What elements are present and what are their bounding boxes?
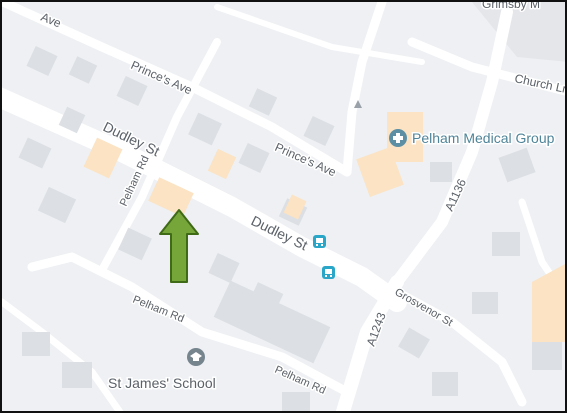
up-arrow-icon bbox=[159, 209, 199, 283]
poi-label-school: St James' School bbox=[108, 375, 216, 391]
road-church-ln bbox=[407, 37, 565, 96]
road-a1243 bbox=[335, 275, 404, 411]
road-a1136 bbox=[391, 6, 513, 288]
poi-st-james-school[interactable]: St James' School bbox=[107, 348, 217, 393]
road-top-link bbox=[214, 4, 425, 65]
street-label-grimsby: Grimsby M bbox=[482, 2, 540, 11]
poi-label-medical: Pelham Medical Group bbox=[412, 130, 555, 146]
road-pelham-rd bbox=[27, 252, 352, 397]
accent-buildings bbox=[83, 112, 565, 342]
bus-stop-icon[interactable] bbox=[313, 235, 326, 248]
road-pelham-rd-link bbox=[98, 38, 221, 274]
road-left-bottom bbox=[2, 298, 124, 411]
road-north-spur bbox=[342, 2, 387, 177]
road-grosvenor-st bbox=[392, 287, 527, 407]
poi-pelham-medical-group[interactable]: Pelham Medical Group bbox=[389, 129, 556, 148]
map-area bbox=[472, 2, 565, 62]
one-way-arrow-icon bbox=[354, 100, 362, 108]
bus-stop-icon[interactable] bbox=[322, 266, 335, 279]
buildings bbox=[18, 45, 562, 411]
